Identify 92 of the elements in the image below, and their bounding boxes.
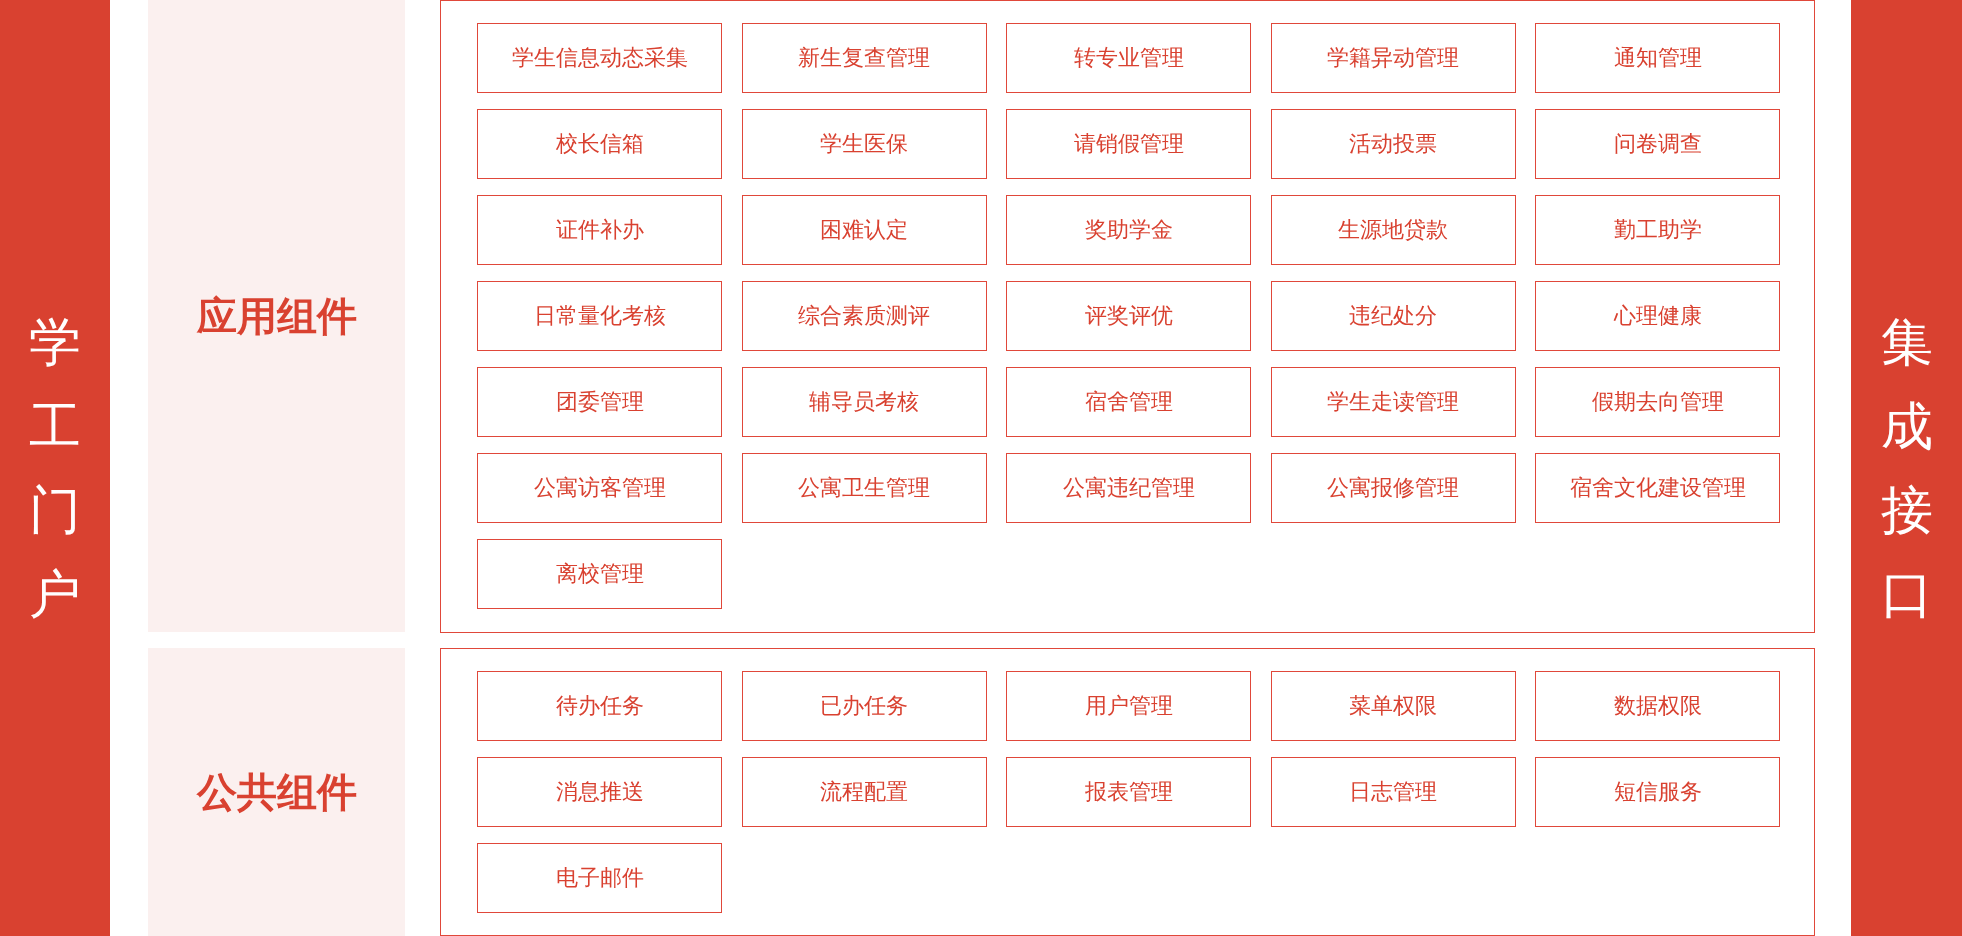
- module-label: 问卷调查: [1613, 130, 1702, 158]
- module-box: [1270, 367, 1516, 437]
- module-label: 学生走读管理: [1327, 388, 1459, 416]
- component-panel: [440, 0, 1815, 633]
- module-label: 日常量化考核: [533, 302, 666, 330]
- module-box: [1006, 195, 1251, 265]
- module-box: [1270, 671, 1516, 741]
- module-box: [477, 843, 722, 913]
- module-box: [477, 671, 722, 741]
- module-label: 用户管理: [1084, 692, 1173, 720]
- module-label: 奖助学金: [1084, 216, 1173, 244]
- module-label: 生源地贷款: [1338, 216, 1448, 244]
- module-box: [1006, 23, 1251, 93]
- module-label: 学生医保: [820, 130, 908, 158]
- module-label: 菜单权限: [1349, 692, 1437, 720]
- module-box: [1535, 281, 1780, 351]
- module-box: [1535, 23, 1780, 93]
- module-label: 辅导员考核: [809, 388, 919, 416]
- module-box: [1006, 453, 1251, 523]
- module-label: 流程配置: [820, 778, 908, 806]
- module-label: 假期去向管理: [1591, 388, 1724, 416]
- module-label: 待办任务: [555, 692, 644, 720]
- module-box: [1270, 281, 1516, 351]
- module-label: 学籍异动管理: [1327, 44, 1459, 72]
- module-label: 电子邮件: [555, 864, 644, 892]
- module-label: 公寓访客管理: [533, 474, 666, 502]
- module-label: 评奖评优: [1084, 302, 1173, 330]
- module-label: 通知管理: [1613, 44, 1702, 72]
- module-label: 勤工助学: [1613, 216, 1702, 244]
- category-label: 应用组件: [196, 291, 357, 341]
- module-box: [477, 109, 722, 179]
- module-label: 转专业管理: [1073, 44, 1184, 72]
- category-label: 公共组件: [196, 767, 357, 817]
- module-box: [1535, 195, 1780, 265]
- module-label: 短信服务: [1613, 778, 1702, 806]
- module-box: [477, 195, 722, 265]
- module-box: [1006, 367, 1251, 437]
- module-box: [477, 539, 722, 609]
- module-label: 数据权限: [1613, 692, 1702, 720]
- component-panel: [440, 648, 1815, 936]
- module-box: [741, 367, 987, 437]
- module-box: [1270, 195, 1516, 265]
- module-box: [1270, 757, 1516, 827]
- side-bar: [0, 0, 110, 936]
- module-box: [1006, 281, 1251, 351]
- side-bar-label: 集成接口: [1879, 311, 1934, 626]
- module-box: [1535, 367, 1780, 437]
- module-box: [741, 281, 987, 351]
- module-box: [741, 23, 987, 93]
- module-box: [1535, 109, 1780, 179]
- module-box: [1535, 453, 1780, 523]
- module-label: 困难认定: [820, 216, 908, 244]
- module-box: [741, 109, 987, 179]
- module-label: 宿舍文化建设管理: [1569, 474, 1746, 502]
- module-label: 证件补办: [555, 216, 644, 244]
- module-label: 日志管理: [1349, 778, 1437, 806]
- module-label: 心理健康: [1613, 302, 1702, 330]
- module-label: 报表管理: [1084, 778, 1173, 806]
- module-label: 新生复查管理: [798, 44, 930, 72]
- module-box: [1006, 757, 1251, 827]
- module-label: 综合素质测评: [798, 302, 930, 330]
- module-box: [1270, 453, 1516, 523]
- module-box: [1535, 671, 1780, 741]
- module-box: [477, 367, 722, 437]
- module-label: 校长信箱: [555, 130, 644, 158]
- module-box: [741, 671, 987, 741]
- module-label: 宿舍管理: [1084, 388, 1173, 416]
- side-bar: [1851, 0, 1962, 936]
- module-box: [1535, 757, 1780, 827]
- module-label: 请销假管理: [1073, 130, 1184, 158]
- module-label: 团委管理: [555, 388, 644, 416]
- module-box: [741, 195, 987, 265]
- module-label: 违纪处分: [1349, 302, 1437, 330]
- module-label: 公寓报修管理: [1327, 474, 1459, 502]
- module-label: 公寓卫生管理: [798, 474, 930, 502]
- module-box: [1006, 671, 1251, 741]
- module-box: [477, 23, 722, 93]
- module-label: 消息推送: [555, 778, 644, 806]
- module-box: [1270, 109, 1516, 179]
- module-box: [477, 453, 722, 523]
- module-box: [477, 281, 722, 351]
- module-box: [1270, 23, 1516, 93]
- module-box: [477, 757, 722, 827]
- module-label: 活动投票: [1349, 130, 1437, 158]
- module-label: 离校管理: [555, 560, 644, 588]
- module-box: [741, 453, 987, 523]
- module-label: 学生信息动态采集: [511, 44, 688, 72]
- side-bar-label: 学工门户: [28, 311, 82, 626]
- module-box: [1006, 109, 1251, 179]
- module-box: [741, 757, 987, 827]
- module-label: 已办任务: [820, 692, 908, 720]
- module-label: 公寓违纪管理: [1062, 474, 1195, 502]
